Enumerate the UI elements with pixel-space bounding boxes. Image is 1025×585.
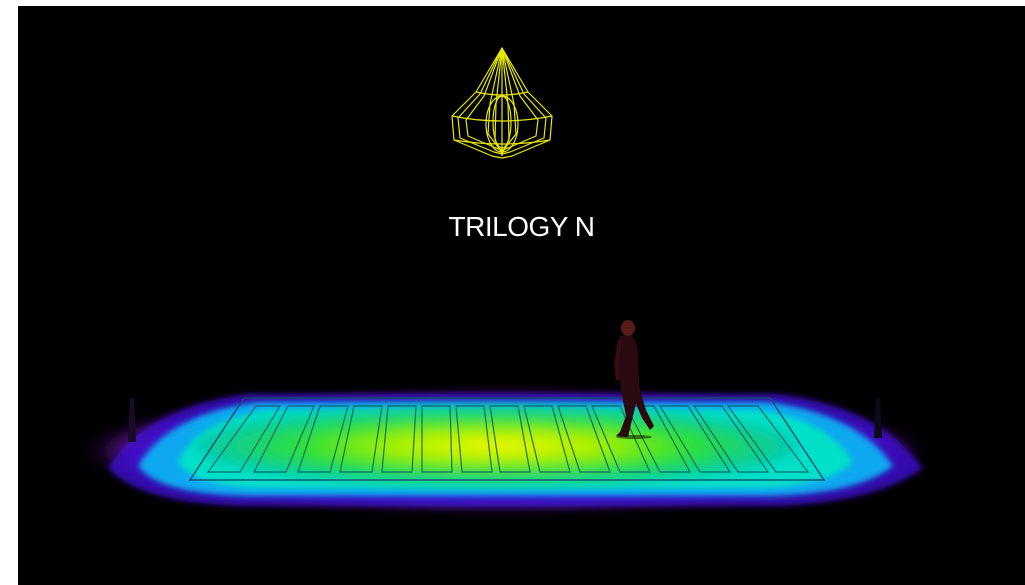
- illuminance-heatmap: [74, 320, 934, 511]
- luminaire-wireframe-icon: [451, 47, 553, 159]
- pole-left: [128, 398, 136, 442]
- render-viewport: TRILOGY N: [18, 6, 1025, 585]
- floor-strips: [206, 405, 810, 473]
- walking-person-silhouette: [613, 320, 654, 439]
- floor-plane: [188, 397, 826, 481]
- pole-right: [874, 398, 882, 438]
- product-title: TRILOGY N: [448, 211, 595, 242]
